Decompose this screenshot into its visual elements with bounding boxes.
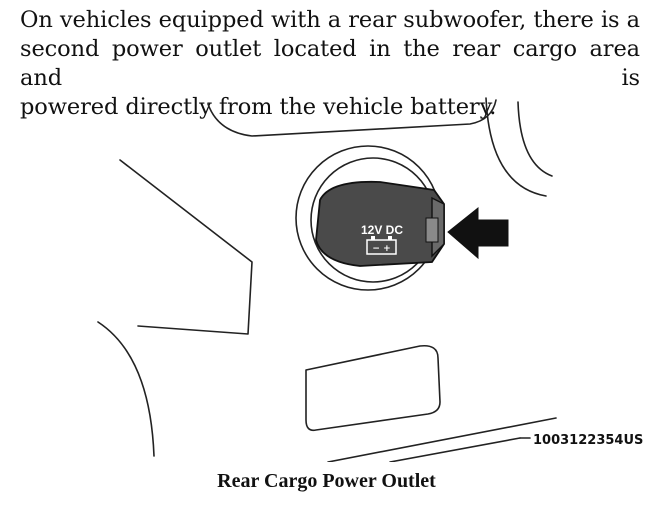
power-outlet-illustration: 12V DC − + 1003122354US xyxy=(97,97,643,462)
figure-id: 1003122354US xyxy=(533,433,643,448)
paragraph-line-1: On vehicles equipped with a rear subwoof… xyxy=(20,7,640,33)
floor-line-1 xyxy=(327,417,557,462)
battery-polarity: − + xyxy=(372,244,390,254)
outlet-cap xyxy=(315,180,445,267)
arrow-left-icon xyxy=(447,206,509,260)
cubby-door xyxy=(305,344,441,432)
cap-label: 12V DC xyxy=(361,223,403,237)
body-paragraph: On vehicles equipped with a rear subwoof… xyxy=(20,6,640,122)
left-diagonal-trim xyxy=(119,159,253,335)
battery-icon: − + xyxy=(366,236,397,255)
floor-line-2 xyxy=(389,437,521,462)
lower-left-curve xyxy=(97,321,155,457)
paragraph-line-2: second power outlet located in the rear … xyxy=(20,36,640,91)
right-trim-inner xyxy=(517,101,553,177)
paragraph-line-3: powered directly from the vehicle batter… xyxy=(20,94,497,120)
panel-top-contour xyxy=(207,99,497,137)
figure-caption: Rear Cargo Power Outlet xyxy=(217,470,436,492)
right-trim-outer xyxy=(485,97,547,197)
